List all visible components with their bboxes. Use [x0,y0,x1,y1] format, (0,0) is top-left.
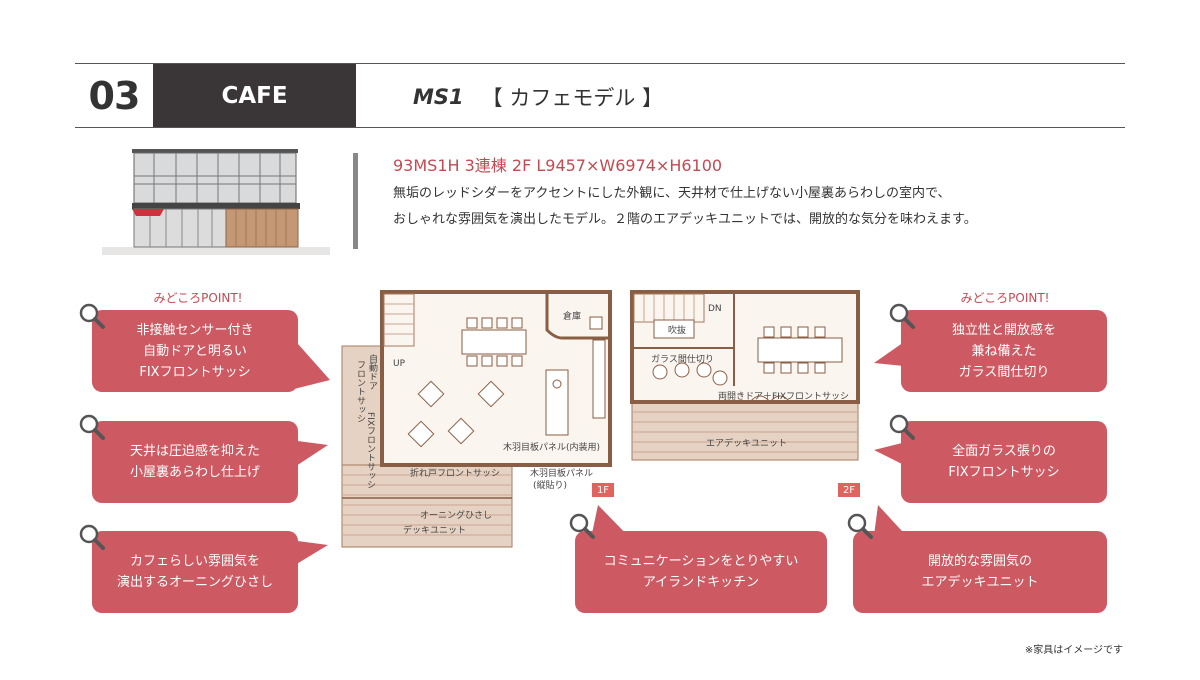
bubble-line: 開放的な雰囲気の [927,554,1032,569]
magnifier-icon [569,513,595,539]
section-number: 03 [88,73,141,118]
bubble-line: 演出するオーニングひさし [116,575,273,590]
magnifier-icon [889,414,915,440]
label-wood-panel: 木羽目板パネル [530,469,594,479]
label-fix-front-sash: FIXフロントサッシ [365,412,375,489]
category-label: CAFE [153,64,356,127]
accent-bar [353,153,358,249]
bubble-pointer [290,335,330,390]
magnifier-icon [79,303,105,329]
bubble-pointer [290,540,328,568]
footnote: ※家具はイメージです [1024,645,1123,656]
point-bubble-awning: カフェらしい雰囲気を演出するオーニングひさし [92,531,298,613]
bubble-line: カフェらしい雰囲気を [129,554,260,569]
bubble-line: 小屋裏あらわし仕上げ [129,465,260,480]
bubble-line: FIXフロントサッシ [948,465,1060,480]
label-auto-door: 自動ドア [367,354,377,390]
bubble-line: エアデッキユニット [921,575,1039,590]
label-up: UP [393,359,406,369]
label-dn: DN [708,304,722,314]
bubble-line: 天井は圧迫感を抑えた [129,444,260,459]
magnifier-icon [889,303,915,329]
floor-plan-1f [341,290,612,548]
description-line: 無垢のレッドシダーをアクセントにした外観に、天井材で仕上げない小屋裏あらわしの室… [393,186,951,201]
point-bubble-glass-partition: 独立性と開放感を兼ね備えたガラス間仕切り [901,310,1107,392]
label-void: 吹抜 [668,326,687,336]
points-label-right: みどころPOINT! [960,291,1050,305]
model-name: 【 カフェモデル 】 [481,86,663,110]
label-folding-sash: 折れ戸フロントサッシ [410,469,501,479]
magnifier-icon [79,414,105,440]
floor-badge-1f: 1F [592,483,614,497]
magnifier-icon [79,524,105,550]
point-bubble-auto-door: 非接触センサー付き自動ドアと明るい FIXフロントサッシ [92,310,298,392]
bubble-line: 全面ガラス張りの [952,444,1056,459]
description: 無垢のレッドシダーをアクセントにした外観に、天井材で仕上げない小屋裏あらわしの室… [393,181,977,233]
point-bubble-air-deck: 開放的な雰囲気のエアデッキユニット [853,531,1107,613]
point-bubble-ceiling: 天井は圧迫感を抑えた小屋裏あらわし仕上げ [92,421,298,503]
bubble-line: コミュニケーションをとりやすい [603,554,799,569]
bubble-line: ガラス間仕切り [958,364,1050,380]
label-awning: オーニングひさし [420,511,493,521]
floor-badge-2f: 2F [838,483,860,497]
label-vertical-note: (縦貼り) [533,481,568,491]
spec-text: 93MS1H 3連棟 2F L9457×W6974×H6100 [393,156,723,175]
label-glass-partition: ガラス間仕切り [651,355,714,365]
bubble-line: 自動ドアと明るい [143,343,247,359]
label-storage: 倉庫 [563,312,582,322]
bubble-line: 兼ね備えた [971,343,1037,359]
point-bubble-kitchen: コミュニケーションをとりやすいアイランドキッチン [575,531,827,613]
building-exterior-illustration [102,149,330,255]
label-wood-panel-interior: 木羽目板パネル(内装用) [503,443,601,453]
label-deck-unit: デッキユニット [403,526,467,536]
bubble-line: 独立性と開放感を [951,322,1056,338]
model-title: MS1 【 カフェモデル 】 [413,80,663,114]
header-top-rule [75,63,1125,64]
label-front-sash: フロントサッシ [355,360,365,423]
bubble-line: 非接触センサー付き [136,322,254,338]
points-label-left: みどころPOINT! [153,291,243,305]
description-line: おしゃれな雰囲気を演出したモデル。２階のエアデッキユニットでは、開放的な気分を味… [393,212,977,227]
magnifier-icon [847,513,873,539]
label-air-deck: エアデッキユニット [706,439,788,449]
bubble-pointer [290,440,328,470]
label-double-door: 両開きドア＋FIXフロントサッシ [718,392,849,402]
bubble-line: アイランドキッチン [642,575,760,590]
point-bubble-fix-sash: 全面ガラス張りの FIXフロントサッシ [901,421,1107,503]
floor-plan-2f [630,290,860,461]
bubble-line: FIXフロントサッシ [139,364,251,380]
header-bottom-rule [75,127,1125,128]
model-code: MS1 [413,85,464,109]
